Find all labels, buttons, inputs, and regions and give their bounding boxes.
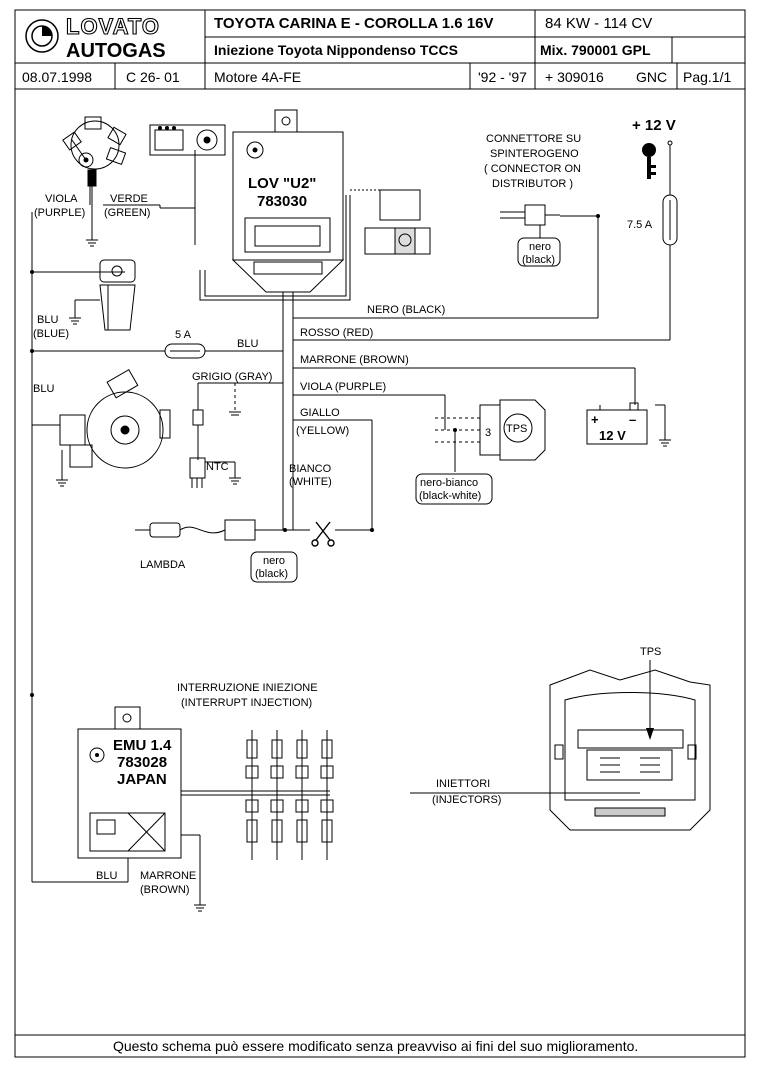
emu-code: 783028	[117, 754, 167, 771]
header-title: TOYOTA CARINA E - COROLLA 1.6 16V	[214, 15, 493, 32]
label-marrone-bottom: MARRONE	[140, 870, 196, 882]
lambda-sensor-icon	[135, 519, 265, 541]
fuse-5a-icon	[164, 343, 206, 359]
label-bianco: BIANCO	[289, 463, 332, 475]
label-injectors-en: (INJECTORS)	[432, 794, 501, 806]
emu-title: EMU 1.4	[113, 737, 172, 754]
lov-title: LOV "U2"	[248, 175, 316, 192]
emu-ecu: EMU 1.4 783028 JAPAN	[77, 706, 182, 859]
header-fuel: GNC	[636, 69, 667, 85]
label-tps: TPS	[506, 423, 527, 435]
label-fuse-5a: 5 A	[175, 329, 192, 341]
header-ref: + 309016	[545, 69, 604, 85]
header-engine: Motore 4A-FE	[214, 69, 301, 85]
injector-connector-3	[295, 730, 309, 860]
label-bianco-en: (WHITE)	[289, 476, 332, 488]
throttle-body-icon	[549, 660, 711, 831]
label-rosso: ROSSO (RED)	[300, 327, 373, 339]
fuse-7-5a-icon	[662, 194, 678, 246]
label-verde: VERDE	[110, 193, 148, 205]
label-nero-black: NERO (BLACK)	[367, 304, 445, 316]
ignition-key-icon	[642, 140, 673, 179]
label-injectors: INIETTORI	[436, 778, 490, 790]
label-blu-blue: BLU	[37, 314, 58, 326]
label-blu-left: BLU	[33, 383, 54, 395]
battery-icon	[586, 402, 648, 445]
lov-code: 783030	[257, 193, 307, 210]
label-battery: 12 V	[599, 428, 626, 443]
logo-top: LOVATO	[66, 14, 160, 39]
label-blu-bottom: BLU	[96, 870, 117, 882]
label-battery-plus: +	[591, 412, 599, 427]
label-viola: VIOLA	[45, 193, 78, 205]
ground-icon	[659, 439, 671, 447]
header-subtitle: Iniezione Toyota Nippondenso TCCS	[214, 42, 458, 58]
tps-pointer-arrow	[646, 728, 654, 740]
label-blu-mid: BLU	[237, 338, 258, 350]
label-nero-en: (black)	[522, 254, 555, 266]
label-nero-bianco-en: (black-white)	[419, 490, 481, 502]
switch-panel-icon	[149, 124, 226, 156]
label-plus12v: + 12 V	[632, 117, 676, 134]
label-connector-3: ( CONNECTOR ON	[484, 163, 581, 175]
header-power: 84 KW - 114 CV	[545, 15, 652, 32]
logo-bottom: AUTOGAS	[66, 40, 166, 62]
label-nero2-en: (black)	[255, 568, 288, 580]
label-marrone: MARRONE (BROWN)	[300, 354, 409, 366]
header-frame	[14, 9, 746, 1058]
label-connector-4: DISTRIBUTOR )	[492, 178, 573, 190]
header-mix: Mix. 790001 GPL	[540, 42, 651, 58]
lov-u2-ecu: LOV "U2" 783030	[231, 109, 345, 293]
emu-origin: JAPAN	[117, 771, 167, 788]
label-interrupt-en: (INTERRUPT INJECTION)	[181, 697, 312, 709]
footer-note: Questo schema può essere modificato senz…	[113, 1038, 638, 1054]
label-grigio: GRIGIO (GRAY)	[192, 371, 272, 383]
ground-icon	[86, 239, 98, 247]
wires	[31, 145, 671, 905]
label-giallo-en: (YELLOW)	[296, 425, 349, 437]
label-battery-minus: –	[629, 412, 636, 427]
ntc-sensor-icon	[189, 409, 241, 488]
distributor-connector-icon	[500, 204, 560, 240]
lovato-logo: LOVATO AUTOGAS	[25, 13, 166, 62]
label-nero2: nero	[263, 555, 285, 567]
label-fuse-7-5a: 7.5 A	[627, 219, 653, 231]
label-marrone-bottom-en: (BROWN)	[140, 884, 190, 896]
injector-connector-4	[320, 730, 334, 860]
label-nero-bianco: nero-bianco	[420, 477, 478, 489]
injector-connector-1	[245, 730, 259, 860]
header-years: '92 - '97	[478, 69, 527, 85]
injector-connectors	[245, 730, 334, 860]
vaporizer-icon	[32, 369, 171, 487]
label-giallo: GIALLO	[300, 407, 340, 419]
scissors-icon	[311, 521, 335, 547]
label-ntc: NTC	[206, 461, 229, 473]
pressure-reducer-icon	[69, 259, 136, 331]
label-interrupt: INTERRUZIONE INIEZIONE	[177, 682, 318, 694]
distributor-icon	[62, 116, 127, 240]
injector-connector-2	[270, 730, 284, 860]
label-tps-top: TPS	[640, 646, 661, 658]
label-blu-blue-en: (BLUE)	[33, 328, 69, 340]
label-viola-en: (PURPLE)	[34, 207, 85, 219]
gas-solenoid-valve-icon	[350, 189, 431, 255]
label-nero: nero	[529, 241, 551, 253]
label-tps-pin: 3	[485, 427, 491, 439]
header-date: 08.07.1998	[22, 69, 92, 85]
header-code: C 26- 01	[126, 69, 180, 85]
label-lambda: LAMBDA	[140, 559, 186, 571]
label-verde-en: (GREEN)	[104, 207, 150, 219]
label-connector-2: SPINTEROGENO	[490, 148, 579, 160]
ground-icon	[194, 904, 206, 912]
label-viola2: VIOLA (PURPLE)	[300, 381, 386, 393]
tps-sensor-icon	[479, 399, 546, 461]
header-page: Pag.1/1	[683, 69, 731, 85]
label-connector-1: CONNETTORE SU	[486, 133, 581, 145]
wire-labels: VIOLA (PURPLE) VERDE (GREEN) BLU (BLUE) …	[33, 117, 676, 896]
